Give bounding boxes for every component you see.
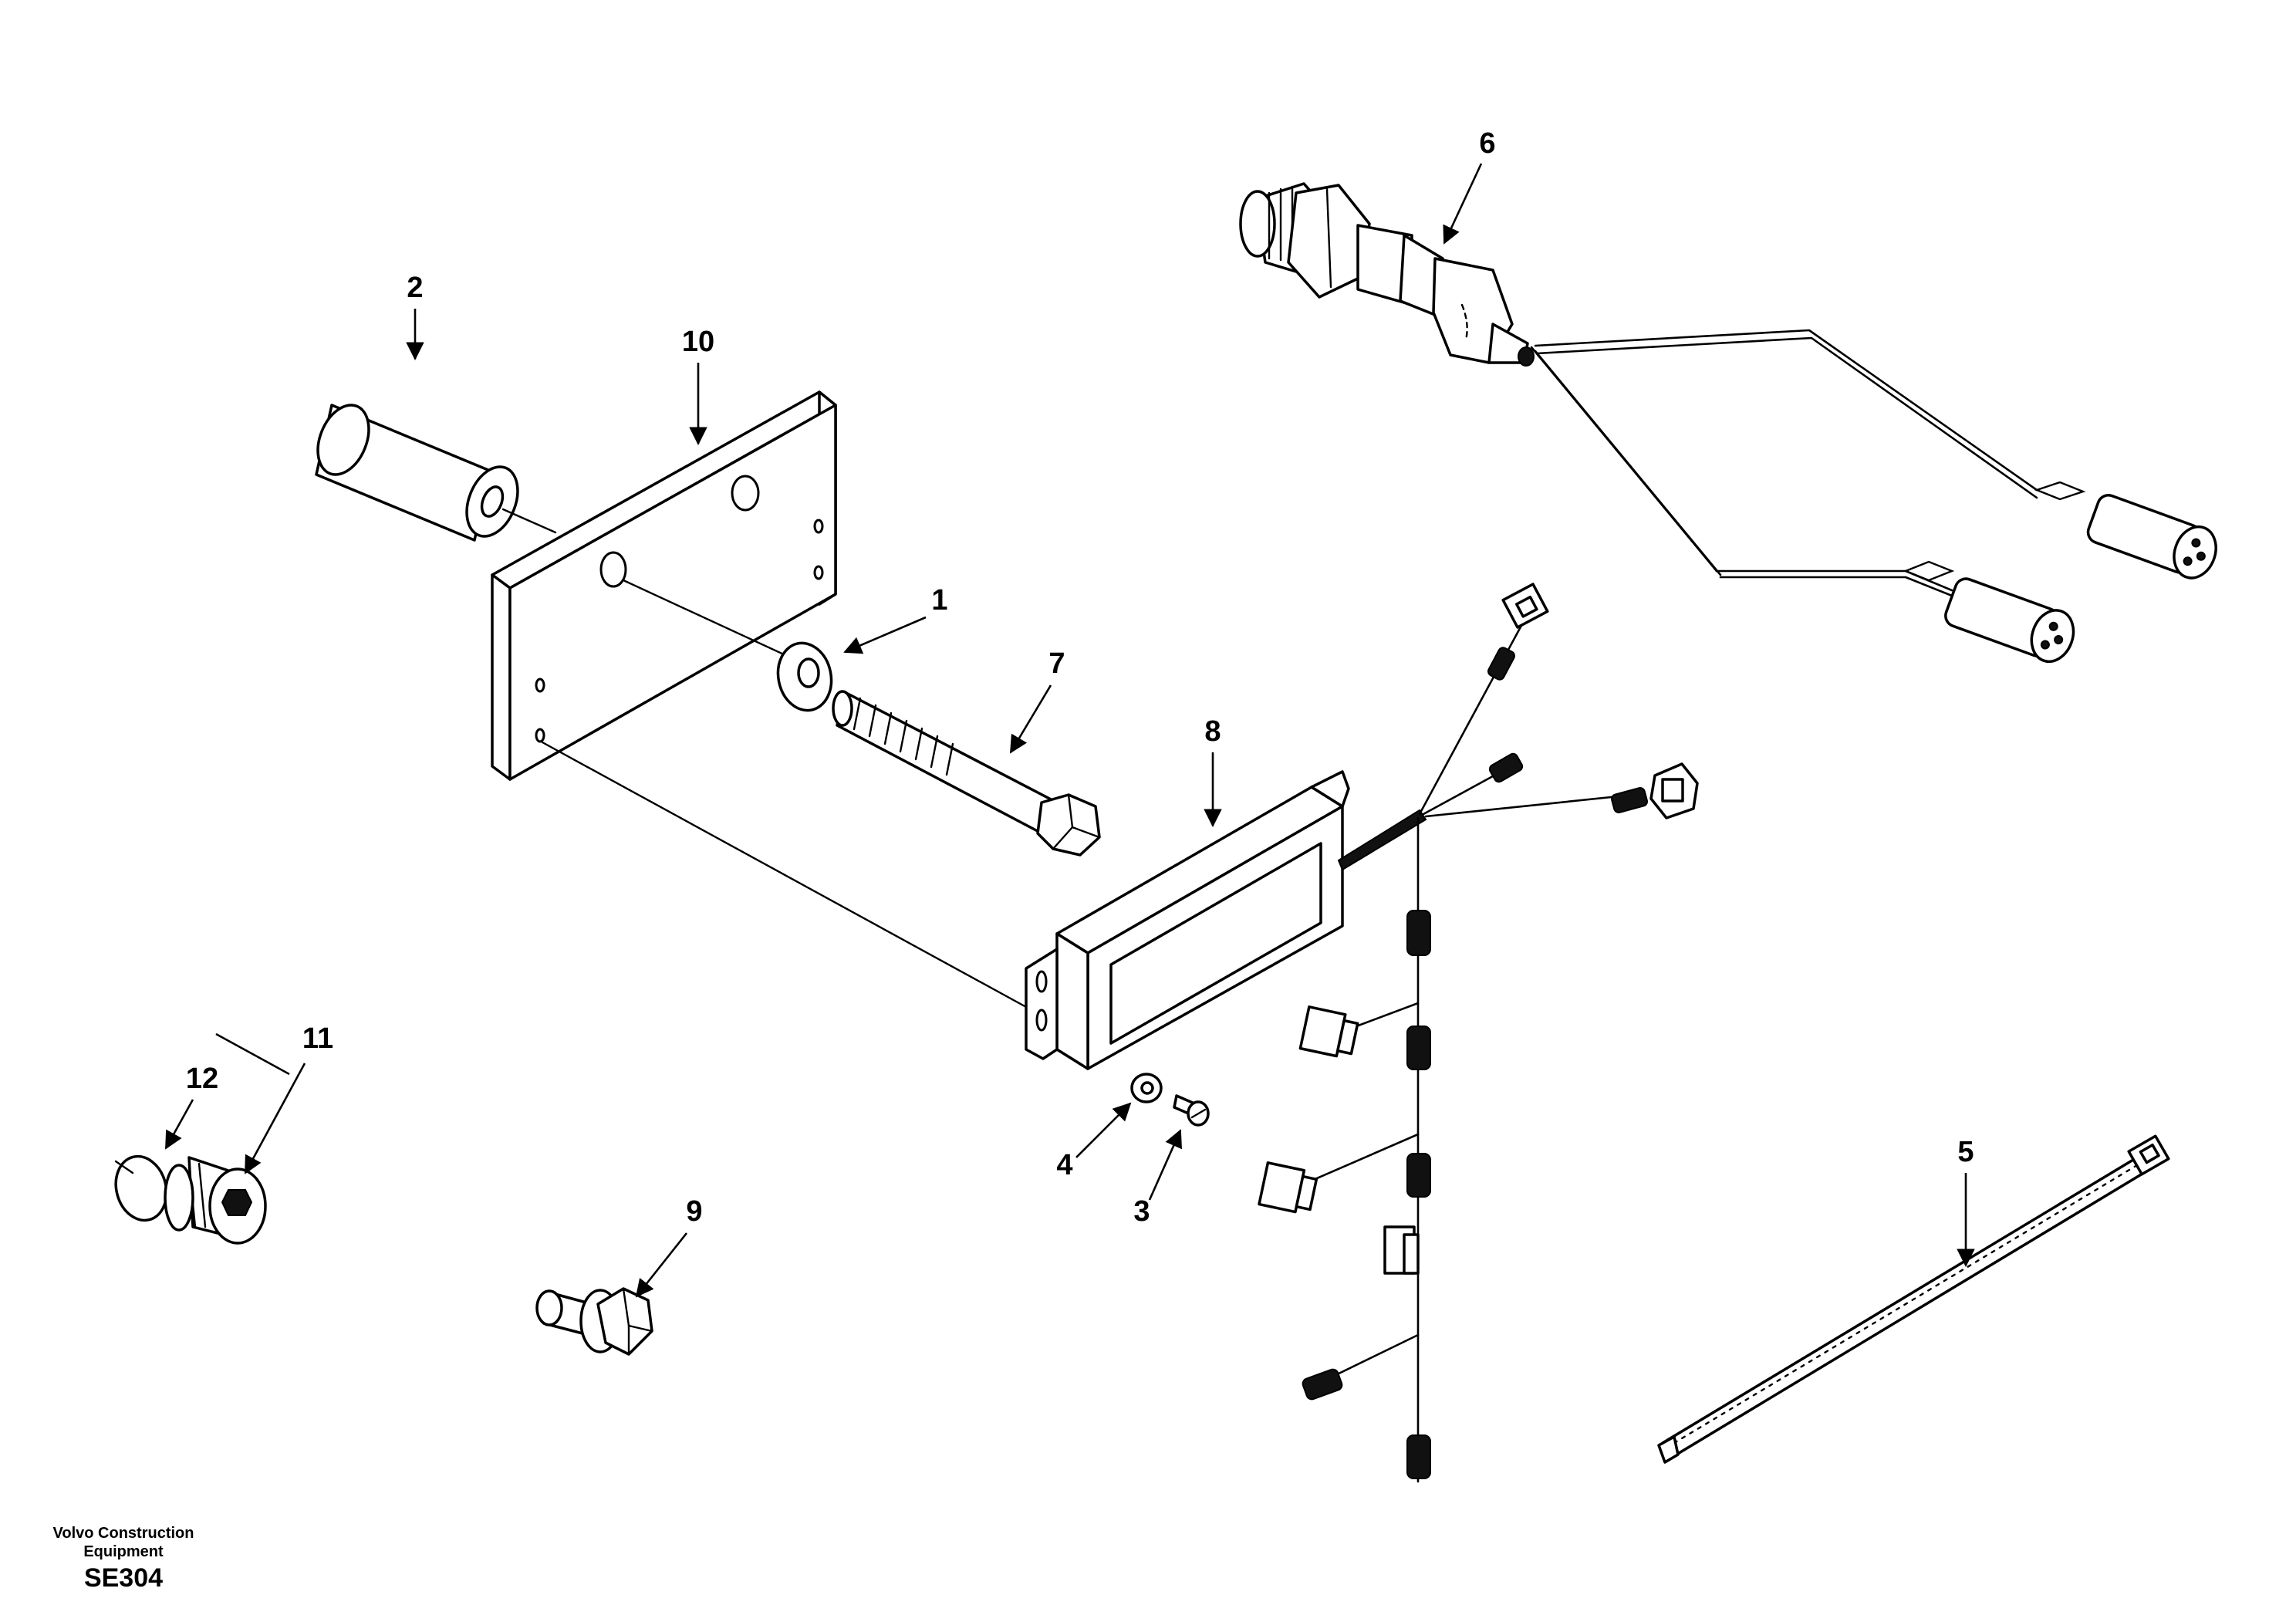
callout-9: 9 xyxy=(635,1195,703,1298)
wiring-harness-part xyxy=(1258,583,1699,1483)
svg-text:10: 10 xyxy=(682,326,714,358)
alignment-line xyxy=(541,741,1028,1009)
svg-text:1: 1 xyxy=(931,584,947,617)
small-washer-part xyxy=(1130,1073,1163,1103)
footer-block: Volvo Construction Equipment SE304 xyxy=(15,1524,231,1595)
svg-text:8: 8 xyxy=(1204,715,1221,748)
svg-text:5: 5 xyxy=(1957,1136,1974,1168)
washer-part xyxy=(776,641,833,712)
svg-text:11: 11 xyxy=(302,1022,333,1055)
callout-5: 5 xyxy=(1957,1136,1975,1267)
svg-text:3: 3 xyxy=(1133,1195,1150,1228)
callout-1: 1 xyxy=(843,584,948,654)
callout-12: 12 xyxy=(164,1063,218,1150)
svg-text:6: 6 xyxy=(1479,127,1495,160)
svg-text:12: 12 xyxy=(186,1063,218,1095)
callout-3: 3 xyxy=(1133,1129,1182,1228)
mounting-plate-part xyxy=(491,390,837,781)
cable-tie-part xyxy=(1657,1134,2170,1464)
callout-2: 2 xyxy=(406,272,424,360)
diagram-code: SE304 xyxy=(83,1563,164,1593)
svg-text:9: 9 xyxy=(686,1195,702,1228)
sensor-part xyxy=(1239,182,2217,664)
callout-7: 7 xyxy=(1009,647,1065,754)
alignment-line xyxy=(622,579,788,657)
brand-line-1: Volvo Construction xyxy=(52,1525,194,1542)
hex-bolt-part xyxy=(832,690,1101,857)
screw-part xyxy=(1173,1094,1210,1127)
plug-bolt-part xyxy=(535,1287,653,1356)
svg-text:7: 7 xyxy=(1048,647,1065,680)
drain-plug-part xyxy=(114,1154,267,1245)
spacer-tube-part xyxy=(315,404,557,542)
control-module-part xyxy=(1025,770,1427,1070)
svg-text:4: 4 xyxy=(1056,1149,1072,1181)
callout-8: 8 xyxy=(1204,715,1222,827)
svg-text:2: 2 xyxy=(407,272,423,304)
callout-10: 10 xyxy=(682,326,714,445)
callout-4: 4 xyxy=(1056,1102,1132,1181)
callout-11: 11 xyxy=(215,1022,333,1174)
brand-line-2: Equipment xyxy=(83,1543,164,1560)
callout-6: 6 xyxy=(1443,127,1496,245)
